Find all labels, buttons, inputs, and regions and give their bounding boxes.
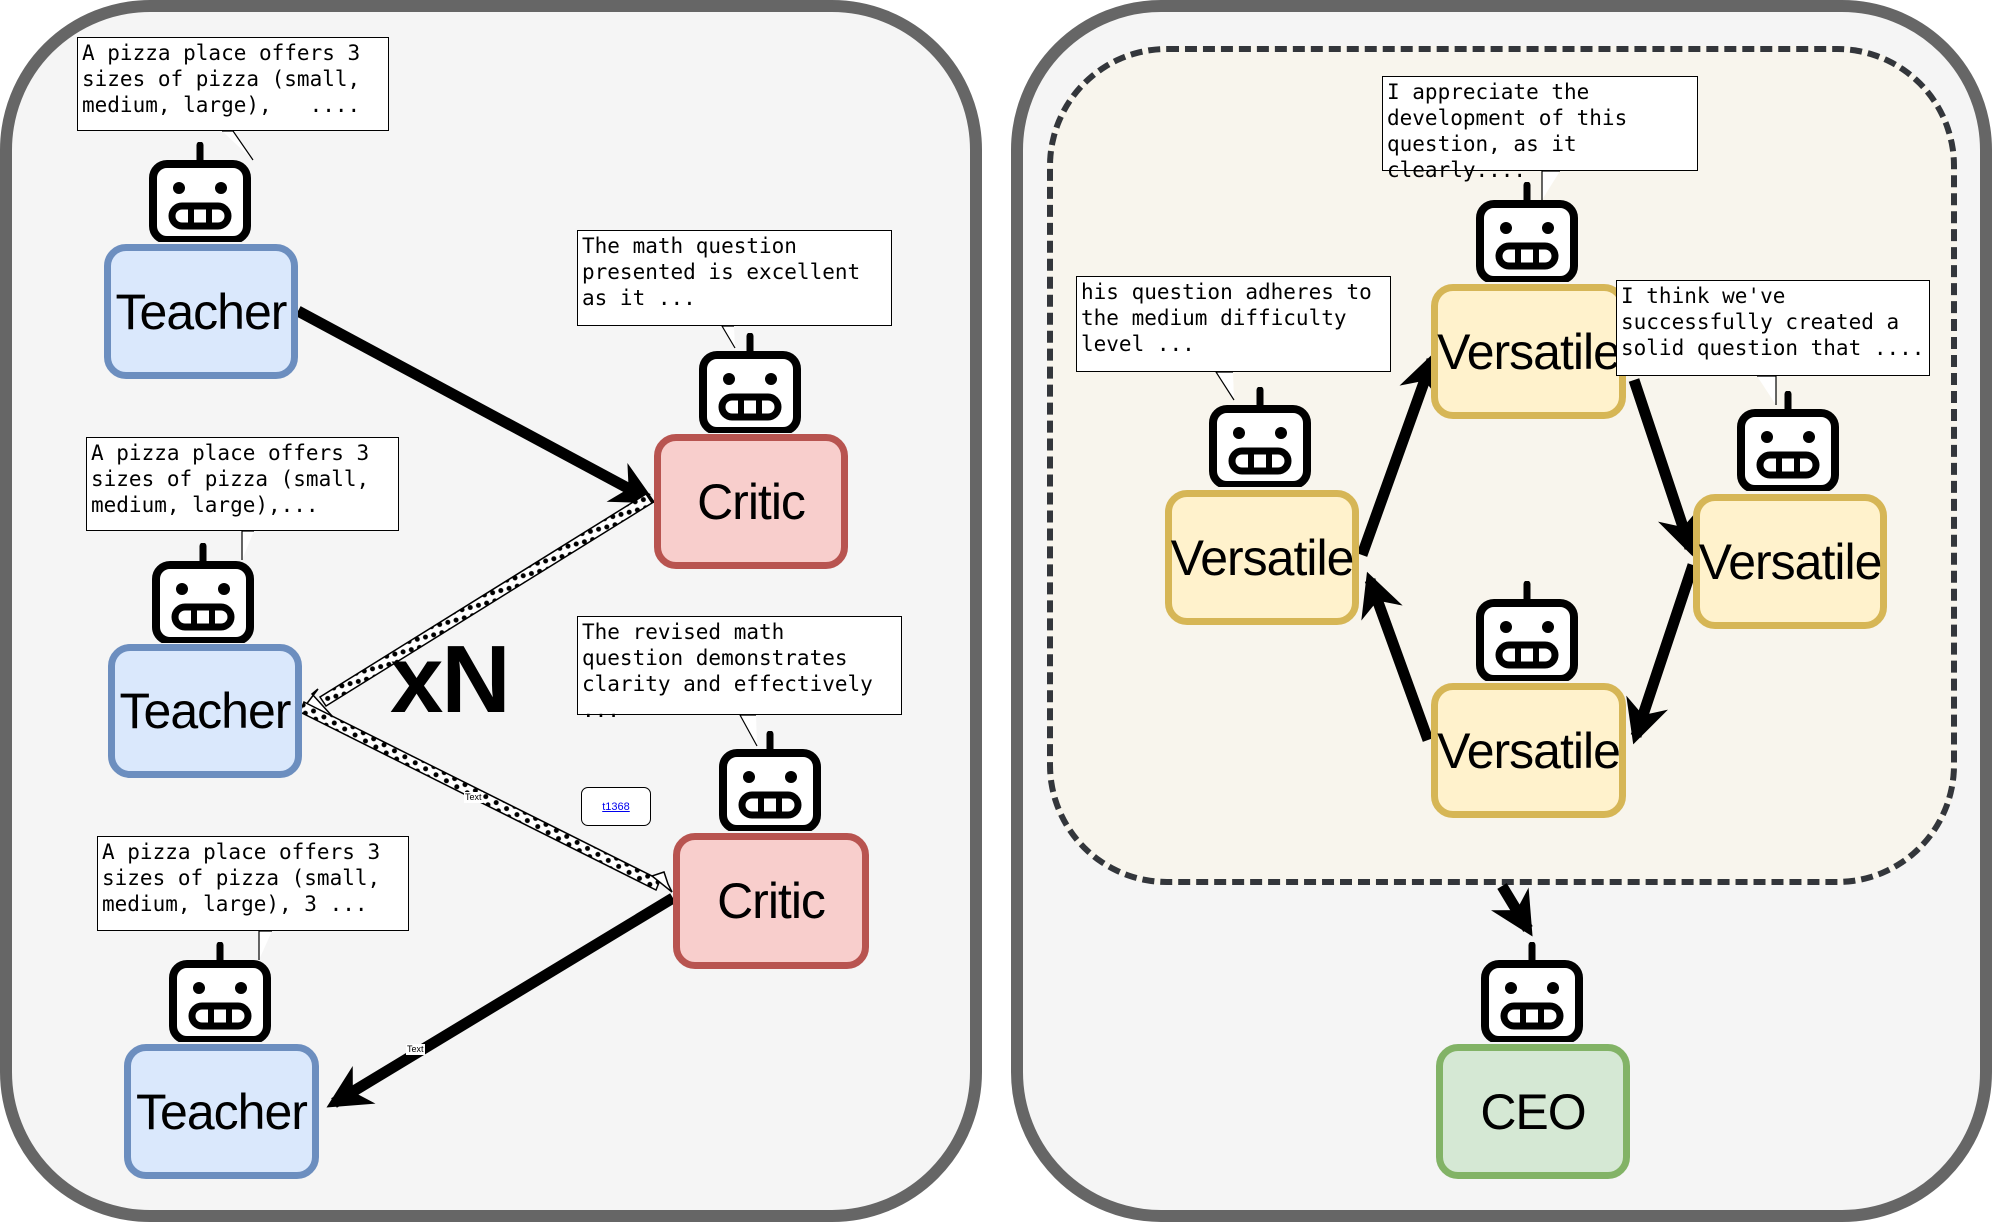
versatile-node-right[interactable]: Versatile xyxy=(1693,494,1887,629)
speech-bubble-teacher-3: A pizza place offers 3 sizes of pizza (s… xyxy=(97,836,409,931)
versatile-node-top[interactable]: Versatile xyxy=(1431,284,1626,419)
speech-bubble-versatile-left: his question adheres to the medium diffi… xyxy=(1076,276,1391,372)
link-t1368[interactable]: t1368 xyxy=(602,800,630,813)
robot-icon xyxy=(1737,391,1839,491)
robot-icon xyxy=(1476,182,1578,282)
edge-critic2-to-teacher3[interactable] xyxy=(326,893,676,1108)
speech-bubble-versatile-top: I appreciate the development of this que… xyxy=(1382,76,1698,182)
edge-teacher1-to-critic1[interactable] xyxy=(295,306,656,504)
robot-icon xyxy=(152,543,254,643)
speech-bubble-critic-1: The math question presented is excellent… xyxy=(577,230,892,326)
speech-bubble-teacher-1: A pizza place offers 3 sizes of pizza (s… xyxy=(77,37,389,131)
critic-node-1[interactable]: Critic xyxy=(654,434,848,569)
speech-bubble-versatile-right: I think we've successfully created a sol… xyxy=(1616,280,1930,376)
robot-icon xyxy=(699,333,801,433)
robot-icon xyxy=(719,731,821,831)
robot-icon xyxy=(1209,387,1311,487)
teacher-node-3[interactable]: Teacher xyxy=(124,1044,319,1179)
edge-versatile-left-to-top[interactable] xyxy=(1356,351,1441,557)
robot-icon xyxy=(149,142,251,242)
edge-versatile-bottom-to-left[interactable] xyxy=(1361,571,1434,742)
robot-icon xyxy=(1476,581,1578,681)
teacher-node-1[interactable]: Teacher xyxy=(104,244,298,379)
edge-label: Text xyxy=(464,792,483,803)
critic-node-2[interactable]: Critic xyxy=(673,833,869,969)
edge-versatile-top-to-right[interactable] xyxy=(1628,378,1700,557)
repeat-multiplier-label: xN xyxy=(390,626,511,733)
ceo-node[interactable]: CEO xyxy=(1436,1044,1630,1179)
robot-icon xyxy=(169,942,271,1042)
teacher-node-2[interactable]: Teacher xyxy=(108,644,302,778)
link-box: t1368 xyxy=(581,787,651,826)
robot-icon xyxy=(1481,942,1583,1042)
edge-group-to-ceo[interactable] xyxy=(1490,883,1533,937)
versatile-node-bottom[interactable]: Versatile xyxy=(1431,683,1626,818)
edge-label: Text xyxy=(406,1044,425,1055)
speech-bubble-critic-2: The revised math question demonstrates c… xyxy=(577,616,902,722)
versatile-node-left[interactable]: Versatile xyxy=(1165,490,1359,625)
speech-bubble-teacher-2: A pizza place offers 3 sizes of pizza (s… xyxy=(86,437,399,531)
edge-versatile-right-to-bottom[interactable] xyxy=(1626,563,1699,745)
